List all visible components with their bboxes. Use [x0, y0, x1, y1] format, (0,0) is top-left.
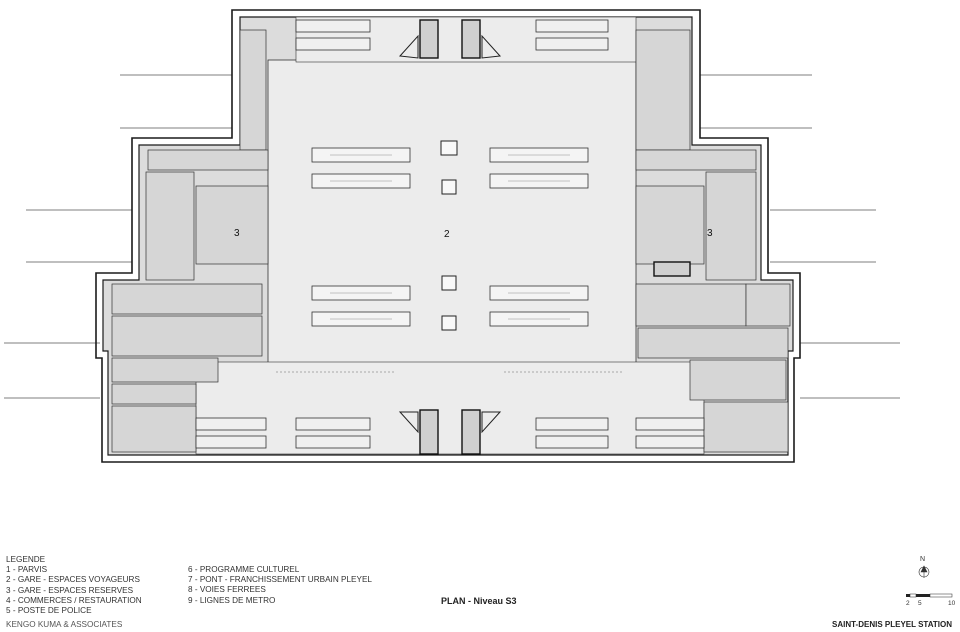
track-lines [4, 74, 900, 399]
scale-label: 2 [906, 600, 910, 607]
legend-item: 1 - PARVIS [6, 565, 48, 575]
north-arrow [918, 565, 930, 578]
legend-heading: LEGENDE [6, 555, 46, 564]
north-label: N [920, 556, 926, 563]
legend-item: 8 - VOIES FERREES [188, 585, 266, 595]
legend-item: 7 - PONT - FRANCHISSEMENT URBAIN PLEYEL [188, 575, 372, 585]
legend-item: 5 - POSTE DE POLICE [6, 606, 92, 616]
scale-bar [906, 593, 953, 598]
stair-wedges [398, 34, 502, 434]
room-label-right: 3 [707, 228, 713, 239]
legend-item: 3 - GARE - ESPACES RESERVES [6, 585, 134, 595]
legend-item: 2 - GARE - ESPACES VOYAGEURS [6, 575, 140, 585]
legend-column-2: 6 - PROGRAMME CULTUREL 7 - PONT - FRANCH… [188, 565, 372, 606]
columns [440, 140, 458, 331]
station-name: SAINT-DENIS PLEYEL STATION [831, 620, 952, 629]
scale-label: 10 [948, 600, 956, 607]
outer-wall [95, 9, 801, 463]
room-label-left: 3 [234, 228, 240, 239]
legend-item: 9 - LIGNES DE METRO [188, 595, 276, 605]
architect-credit: KENGO KUMA & ASSOCIATES [6, 620, 123, 629]
room-label-central: 2 [444, 229, 450, 240]
legend-item: 4 - COMMERCES / RESTAURATION [6, 595, 142, 605]
right-rooms [635, 29, 791, 453]
lower-concourse [195, 361, 705, 455]
scale-label: 5 [918, 600, 922, 607]
legend-item: 6 - PROGRAMME CULTUREL [188, 565, 300, 574]
escalators-top [295, 19, 609, 51]
left-rooms [111, 29, 269, 453]
escalator-steps [330, 154, 570, 320]
plan-title: PLAN - Niveau S3 [441, 596, 517, 606]
elevator-cores [419, 19, 691, 455]
central-concourse [267, 59, 637, 411]
legend: LEGENDE 1 - PARVIS 2 - GARE - ESPACES VO… [6, 555, 142, 616]
escalators-bottom [195, 417, 705, 449]
